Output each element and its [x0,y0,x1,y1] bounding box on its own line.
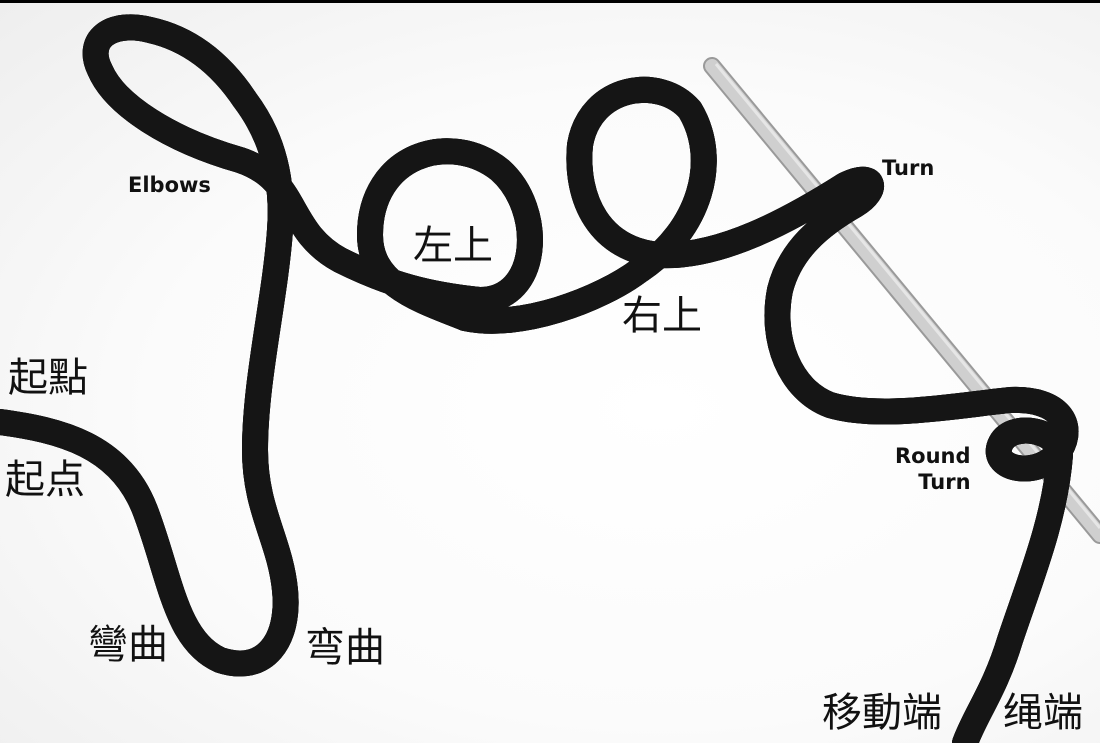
elbows-label: Elbows [128,173,211,197]
rope [0,27,1066,743]
upper-left-label: 左上 [413,223,493,269]
start-label-traditional: 起點 [8,355,88,401]
bend-label-simplified: 弯曲 [305,625,385,671]
top-border [0,0,1100,3]
bend-label-traditional: 彎曲 [88,622,168,668]
round-turn-label-line1: Round [895,444,971,468]
round-turn-label-line2: Turn [918,470,971,495]
start-label-simplified: 起点 [5,457,85,503]
working-end-label-traditional: 移動端 [822,690,942,736]
working-end-label-simplified: 绳端 [1003,690,1083,736]
round-turn-label: Round Turn [895,443,971,496]
upper-right-label: 右上 [622,293,702,339]
turn-label: Turn [882,156,935,180]
